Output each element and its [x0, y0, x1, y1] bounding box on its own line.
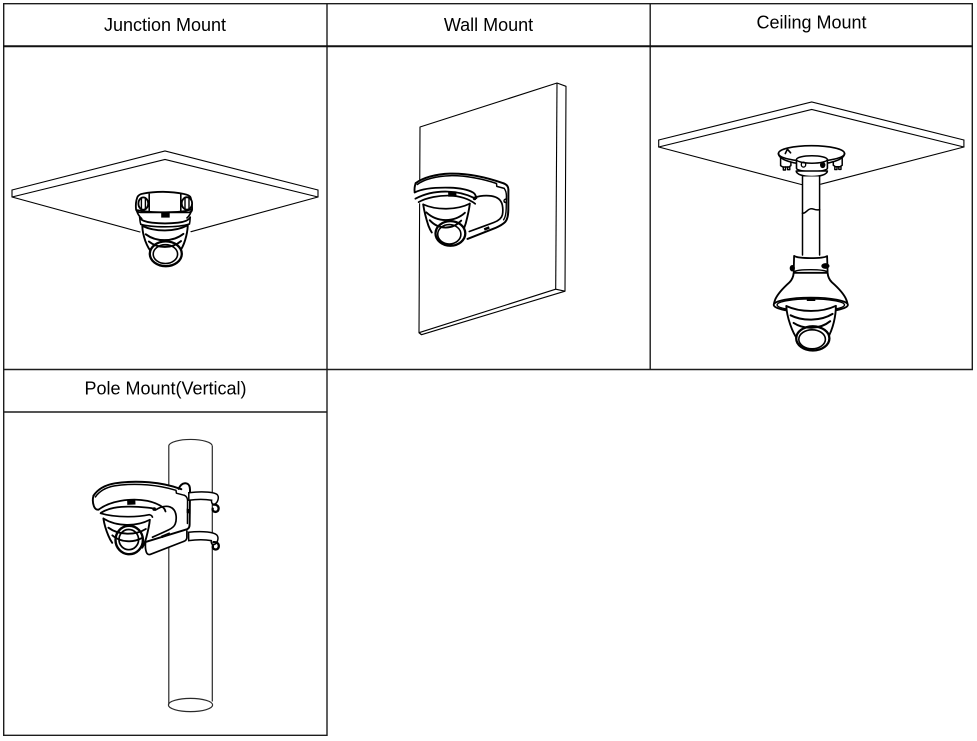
svg-text:Pole Mount(Vertical): Pole Mount(Vertical)	[84, 379, 246, 399]
svg-text:Ceiling Mount: Ceiling Mount	[756, 13, 866, 33]
svg-text:Junction Mount: Junction Mount	[104, 15, 226, 35]
svg-text:Wall Mount: Wall Mount	[444, 15, 533, 35]
